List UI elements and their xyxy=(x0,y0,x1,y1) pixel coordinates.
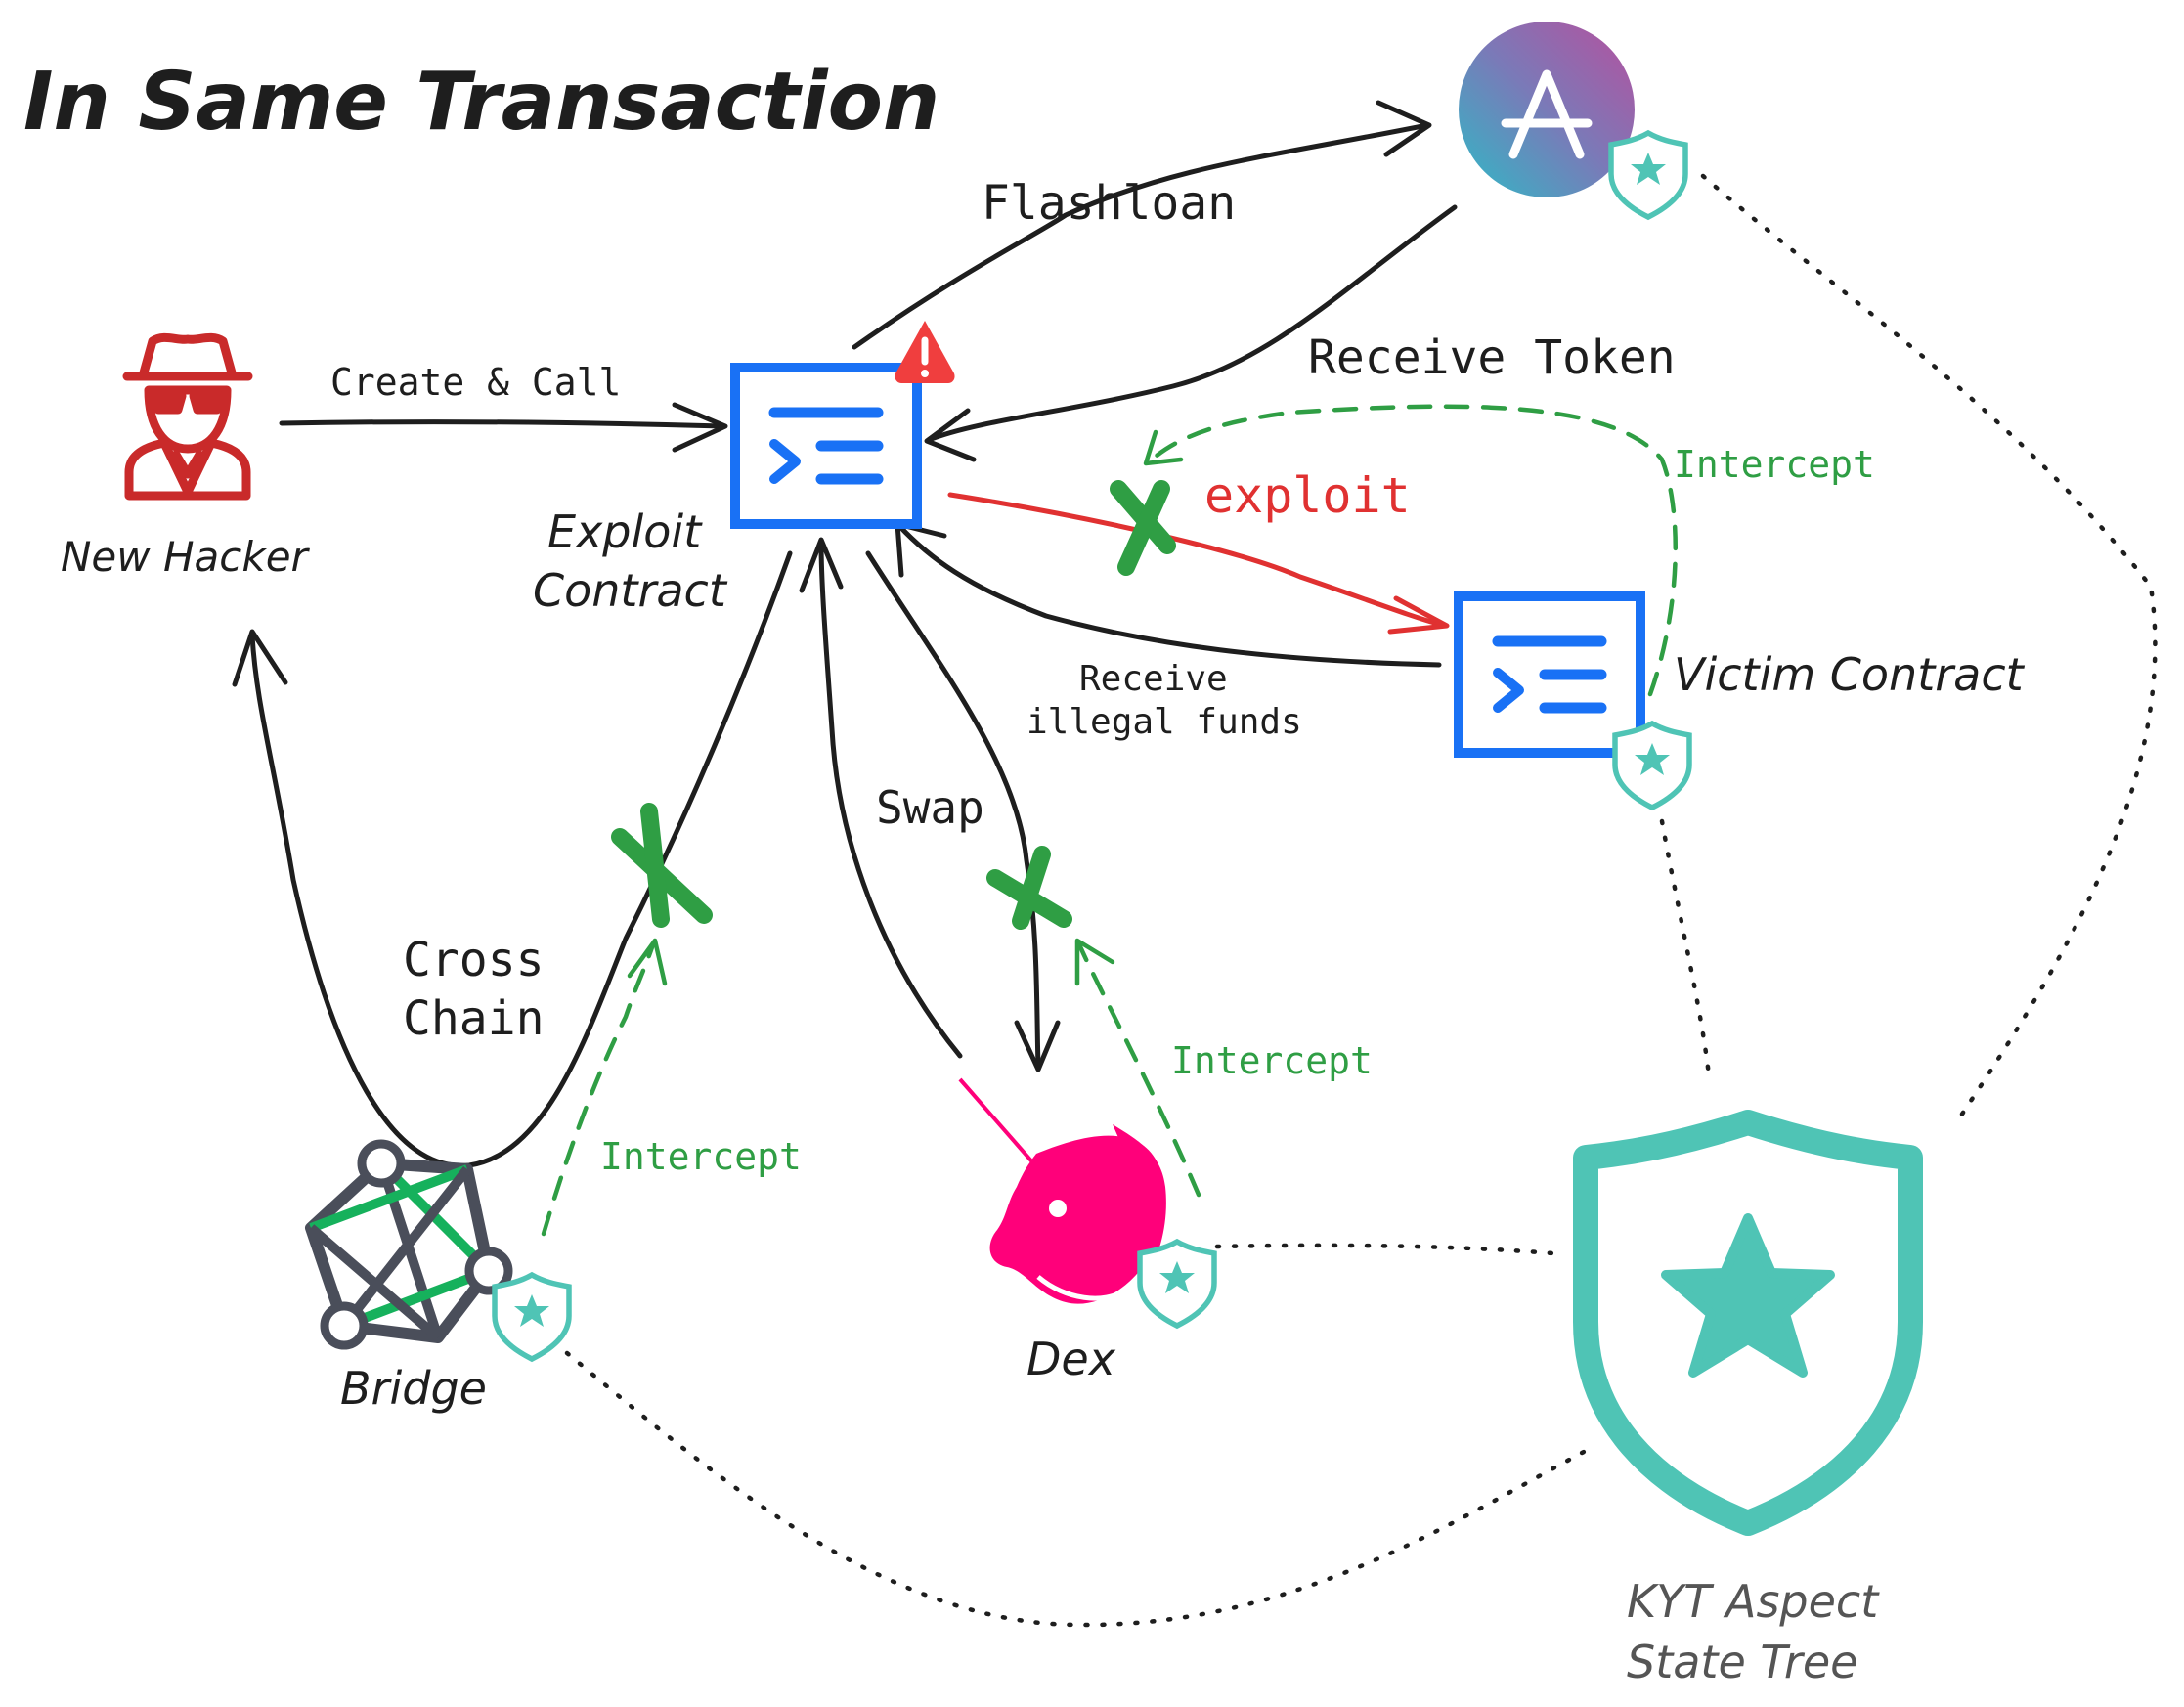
warning-icon xyxy=(895,321,955,383)
arrow-swap-up xyxy=(818,540,963,1059)
edge-label-cross-chain-line2: Chain xyxy=(403,991,545,1046)
arrowhead-create-call xyxy=(672,402,728,453)
uniswap-unicorn-icon xyxy=(958,1077,1166,1304)
shield-icon xyxy=(1611,133,1685,217)
victim-contract-label: Victim Contract xyxy=(1674,648,2026,701)
arrow-create-call xyxy=(279,419,726,429)
arrow-receive-token xyxy=(926,204,1458,443)
edge-label-intercept-bridge: Intercept xyxy=(600,1135,802,1178)
edge-label-flashloan: Flashloan xyxy=(982,176,1236,231)
kyt-label-line2: State Tree xyxy=(1627,1636,1857,1688)
dotted-link-bridge-kyt xyxy=(564,1350,1587,1628)
intercept-dex-path xyxy=(1076,941,1201,1198)
arrow-swap-down xyxy=(865,550,1041,1071)
x-mark-icon xyxy=(611,803,713,928)
intercept-victim-head xyxy=(1143,429,1184,466)
edge-label-receive-token: Receive Token xyxy=(1308,330,1676,385)
victim-contract-icon xyxy=(1459,596,1640,753)
dotted-link-dex-kyt xyxy=(1214,1243,1555,1256)
edge-label-intercept-victim: Intercept xyxy=(1674,443,1875,486)
aave-logo-icon xyxy=(1459,22,1635,197)
arrowhead-swap-up xyxy=(799,537,844,593)
arrowhead-flashloan xyxy=(1376,100,1432,157)
intercept-bridge-head xyxy=(627,938,668,986)
exploit-contract-icon xyxy=(735,368,917,524)
arrow-exploit xyxy=(947,492,1448,629)
bridge-label: Bridge xyxy=(340,1362,487,1415)
page-title: In Same Transaction xyxy=(23,56,939,149)
arrow-cross-chain xyxy=(249,550,793,1168)
arrowhead-swap-down xyxy=(1014,1020,1061,1072)
hacker-label: New Hacker xyxy=(61,533,311,581)
x-mark-icon xyxy=(1110,480,1176,576)
arrowhead-receive-token xyxy=(924,408,977,462)
arrow-flashloan xyxy=(852,122,1430,350)
edge-label-create-call: Create & Call xyxy=(330,361,621,404)
edge-label-intercept-dex: Intercept xyxy=(1171,1039,1373,1082)
edge-label-receive-illegal-line2: illegal funds xyxy=(1026,702,1302,742)
bridge-network-icon xyxy=(305,1139,513,1350)
intercept-bridge-path xyxy=(541,941,656,1237)
x-mark-icon xyxy=(986,846,1072,930)
spy-hacker-icon xyxy=(122,332,253,501)
arrow-receive-illegal xyxy=(896,523,1442,668)
arrowhead-cross-chain xyxy=(232,629,288,687)
edge-label-exploit: exploit xyxy=(1204,467,1411,524)
exploit-contract-label-line1: Exploit xyxy=(547,505,703,558)
shield-icon xyxy=(1140,1242,1214,1326)
kyt-shield-icon xyxy=(1573,1110,1923,1536)
arrowhead-exploit xyxy=(1387,595,1450,635)
dotted-link-victim-kyt xyxy=(1659,818,1712,1078)
edge-label-swap: Swap xyxy=(876,781,984,834)
exploit-contract-label-line2: Contract xyxy=(533,564,728,617)
shield-icon xyxy=(1615,723,1689,808)
dex-label: Dex xyxy=(1026,1333,1116,1385)
kyt-label-line1: KYT Aspect xyxy=(1627,1575,1880,1628)
intercept-dex-head xyxy=(1074,938,1115,986)
edge-label-cross-chain-line1: Cross xyxy=(403,933,545,987)
edge-label-receive-illegal-line1: Receive xyxy=(1079,659,1228,699)
shield-icon xyxy=(495,1275,569,1359)
